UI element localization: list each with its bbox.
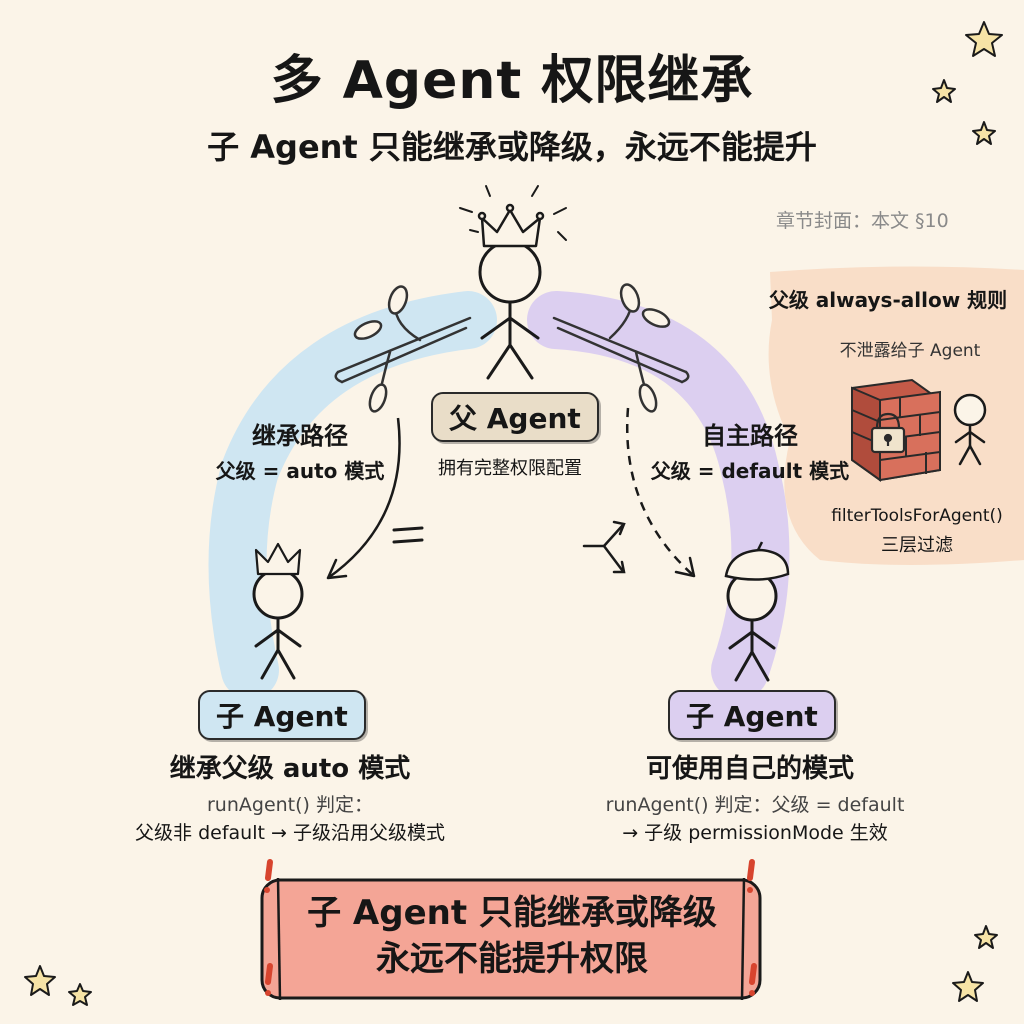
banner-text: 子 Agent 只能继承或降级 永远不能提升权限 bbox=[262, 890, 762, 982]
chapter-label: 章节封面：本文 §10 bbox=[776, 210, 949, 232]
beret-icon bbox=[724, 541, 790, 581]
banner-line1: 子 Agent 只能继承或降级 bbox=[307, 893, 717, 933]
sparkle-lines bbox=[459, 185, 567, 241]
child-left-figure bbox=[252, 568, 304, 680]
page-subtitle: 子 Agent 只能继承或降级，永远不能提升 bbox=[207, 128, 817, 166]
inherit-path-band bbox=[208, 291, 497, 699]
child-right-note-line1: runAgent() 判定：父级 = default bbox=[605, 794, 905, 816]
filter-function-label: filterToolsForAgent() bbox=[831, 506, 1003, 526]
autonomous-path-subtitle: 父级 = default 模式 bbox=[650, 459, 850, 483]
parent-agent-figure bbox=[478, 240, 542, 380]
padlock-icon bbox=[870, 412, 906, 454]
filter-description: 三层过滤 bbox=[881, 535, 953, 556]
child-left-note-line2: 父级非 default → 子级沿用父级模式 bbox=[135, 822, 445, 844]
bottom-banner bbox=[260, 859, 762, 1001]
child-right-note-line2: → 子级 permissionMode 生效 bbox=[622, 822, 888, 844]
child-right-caption: 可使用自己的模式 bbox=[645, 754, 854, 784]
inherit-path-subtitle: 父级 = auto 模式 bbox=[215, 459, 385, 483]
small-crown-icon bbox=[254, 542, 302, 576]
left-branch-icon bbox=[334, 285, 472, 413]
side-panel-title: 父级 always-allow 规则 bbox=[768, 288, 1008, 312]
fork-arrow-icon bbox=[582, 520, 626, 574]
inherit-path-title: 继承路径 bbox=[252, 422, 348, 450]
outsider-figure bbox=[953, 393, 987, 466]
child-right-label: 子 Agent bbox=[668, 690, 836, 740]
autonomous-path-title: 自主路径 bbox=[702, 422, 798, 450]
star-icon bbox=[24, 21, 1003, 1006]
child-left-label: 子 Agent bbox=[198, 690, 366, 740]
right-branch-icon bbox=[552, 283, 690, 413]
autonomous-arrow bbox=[626, 407, 695, 577]
page-title: 多 Agent 权限继承 bbox=[270, 51, 754, 111]
parent-agent-description: 拥有完整权限配置 bbox=[438, 458, 582, 479]
side-panel-note: 不泄露给子 Agent bbox=[839, 341, 981, 361]
child-left-note-line1: runAgent() 判定： bbox=[207, 794, 373, 816]
crown-icon bbox=[477, 203, 545, 248]
child-left-caption: 继承父级 auto 模式 bbox=[169, 754, 411, 784]
banner-line2: 永远不能提升权限 bbox=[376, 939, 648, 979]
inherit-arrow bbox=[327, 417, 401, 580]
equals-sign-icon bbox=[392, 526, 424, 544]
parent-agent-label: 父 Agent bbox=[431, 392, 599, 442]
